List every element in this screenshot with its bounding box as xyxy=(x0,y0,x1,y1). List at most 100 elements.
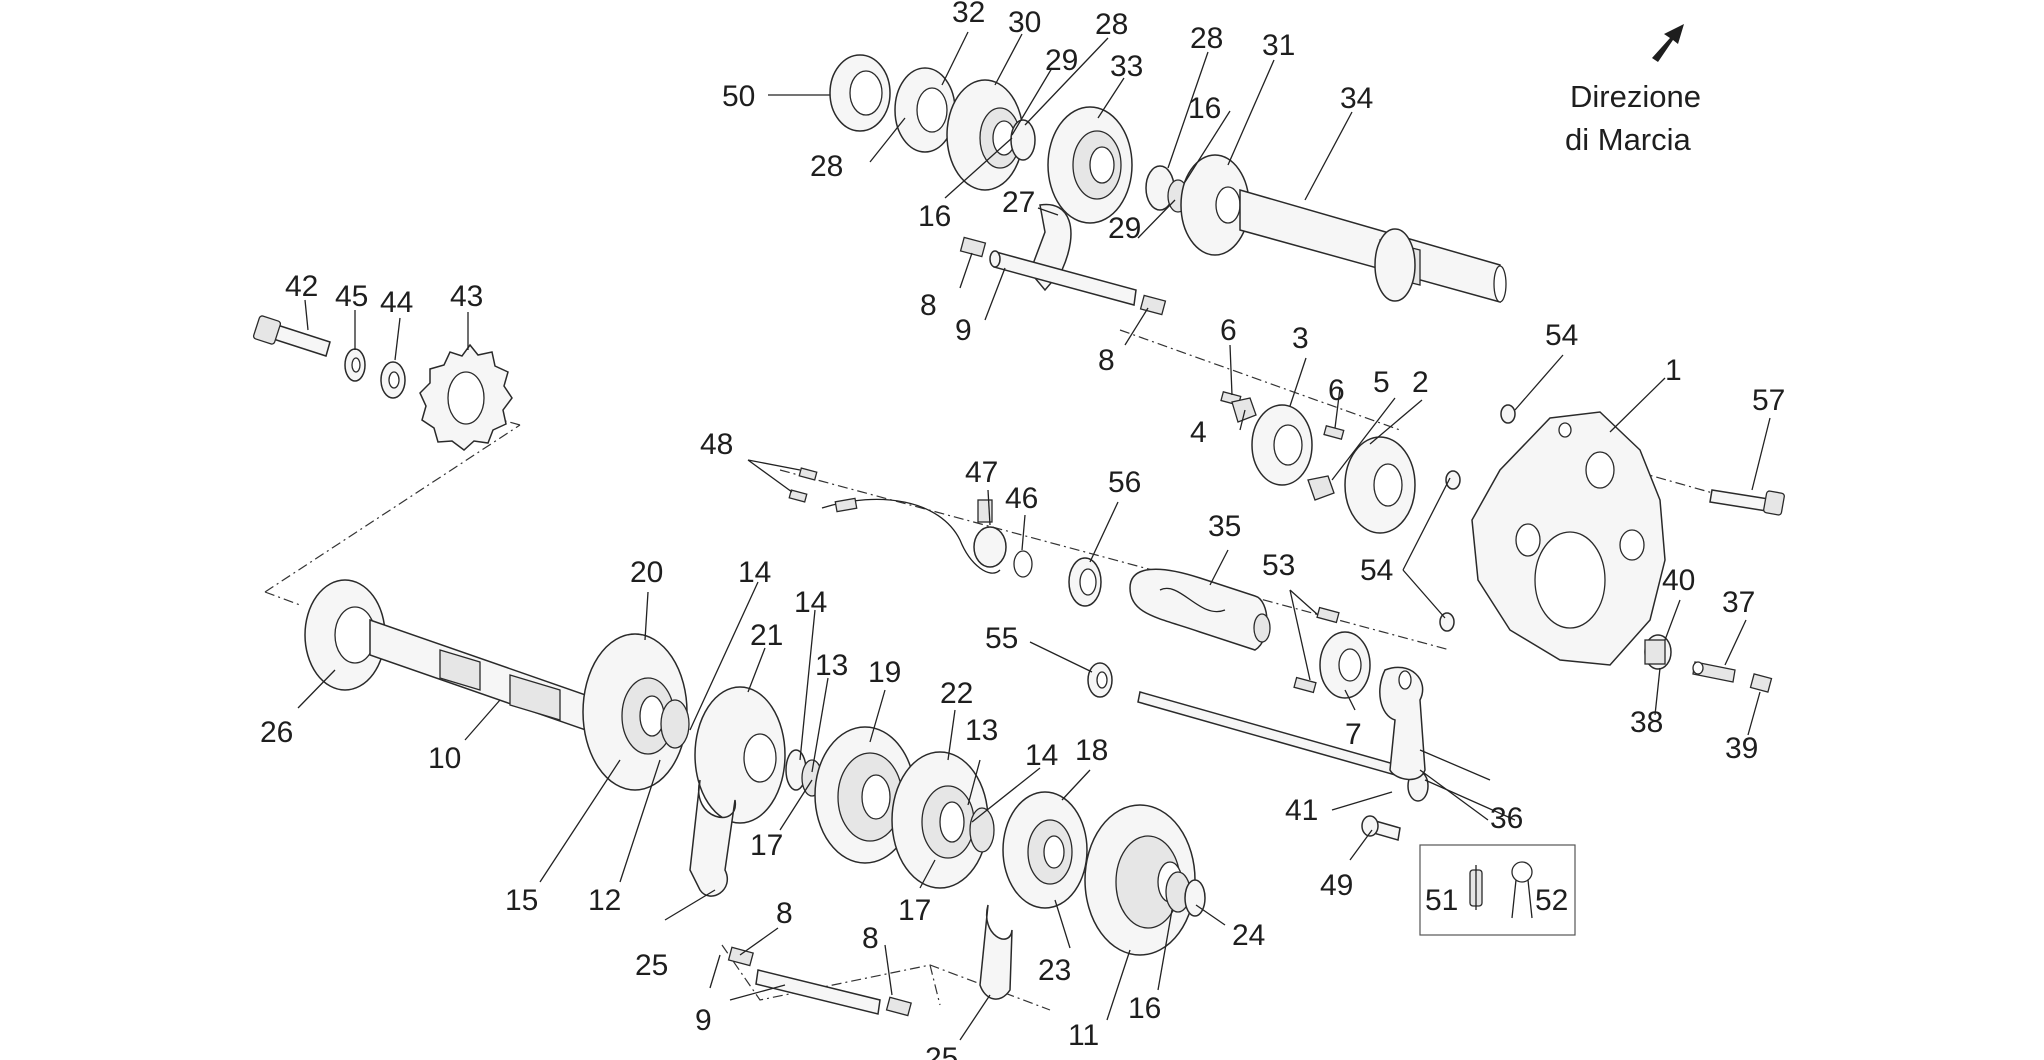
sprocket-group xyxy=(252,315,513,451)
leader-lines xyxy=(297,31,1771,1041)
label-17b: 17 xyxy=(898,894,931,927)
direction-label-line2: di Marcia xyxy=(1565,122,1692,157)
label-48: 48 xyxy=(700,428,733,461)
label-27: 27 xyxy=(1002,186,1035,219)
label-54a: 54 xyxy=(1545,319,1578,352)
label-33: 33 xyxy=(1110,50,1143,83)
screw-53b xyxy=(1293,676,1317,694)
bushing-12 xyxy=(660,699,690,749)
direction-arrow-icon xyxy=(1652,24,1684,62)
label-43: 43 xyxy=(450,280,483,313)
label-12: 12 xyxy=(588,884,621,917)
label-14b: 14 xyxy=(794,586,827,619)
spring-8-upper-a xyxy=(959,236,987,258)
label-28b: 28 xyxy=(810,150,843,183)
label-5: 5 xyxy=(1373,366,1390,399)
plug-40-38 xyxy=(1644,634,1672,670)
bearing-plate-7 xyxy=(1319,631,1371,699)
spring-kit-box xyxy=(1419,844,1576,936)
dowel-54c xyxy=(1439,612,1455,632)
label-20: 20 xyxy=(630,556,663,589)
label-7: 7 xyxy=(1345,718,1362,751)
direction-of-travel: Direzione di Marcia xyxy=(1565,24,1701,157)
gear-21 xyxy=(694,686,786,824)
spring-8-lower-b xyxy=(885,996,912,1017)
lever-37 xyxy=(1692,661,1736,683)
label-56: 56 xyxy=(1108,466,1141,499)
gear-20 xyxy=(582,633,688,791)
label-14a: 14 xyxy=(738,556,771,589)
label-16c: 16 xyxy=(1128,992,1161,1025)
gear-18 xyxy=(1002,791,1088,909)
label-28a: 28 xyxy=(1095,8,1128,41)
screw-39 xyxy=(1749,673,1773,693)
washer-44 xyxy=(380,361,406,399)
label-44: 44 xyxy=(380,286,413,319)
bearing-26 xyxy=(304,579,386,691)
label-54b: 54 xyxy=(1360,554,1393,587)
screw-6b xyxy=(1323,425,1345,440)
label-29a: 29 xyxy=(1045,44,1078,77)
label-46: 46 xyxy=(1005,482,1038,515)
label-52: 52 xyxy=(1535,884,1568,917)
label-2: 2 xyxy=(1412,366,1429,399)
direction-label-line1: Direzione xyxy=(1570,79,1701,114)
label-22: 22 xyxy=(940,677,973,710)
label-13b: 13 xyxy=(965,714,998,747)
label-1: 1 xyxy=(1665,354,1682,387)
sensor-wire-48 xyxy=(821,497,1001,574)
label-35: 35 xyxy=(1208,510,1241,543)
washer-24 xyxy=(1184,879,1206,917)
upper-shaft-assembly xyxy=(829,54,1507,316)
label-41: 41 xyxy=(1285,794,1318,827)
label-8d: 8 xyxy=(862,922,879,955)
cover-group xyxy=(1220,391,1785,693)
label-6b: 6 xyxy=(1328,374,1345,407)
plate-5 xyxy=(1307,475,1335,501)
screw-48a xyxy=(798,467,818,481)
washer-45 xyxy=(344,348,366,382)
dowel-54a xyxy=(1500,404,1516,424)
screw-53a xyxy=(1316,606,1340,624)
label-49: 49 xyxy=(1320,869,1353,902)
label-11: 11 xyxy=(1068,1019,1099,1052)
selector-arm-36 xyxy=(1379,666,1426,781)
label-30: 30 xyxy=(1008,6,1041,39)
bearing-2 xyxy=(1344,436,1416,534)
label-19: 19 xyxy=(868,656,901,689)
shift-fork-25-right xyxy=(979,904,1013,1000)
o-ring-46 xyxy=(1013,550,1033,578)
label-14c: 14 xyxy=(1025,739,1058,772)
label-32: 32 xyxy=(952,0,985,29)
needle-bearing-55 xyxy=(1087,662,1113,698)
spring-clip-52 xyxy=(1511,861,1533,919)
spring-51 xyxy=(1469,865,1483,910)
shaft-34 xyxy=(1239,189,1507,303)
label-9b: 9 xyxy=(695,1004,712,1037)
fork-rod-9-upper xyxy=(989,250,1137,306)
label-10: 10 xyxy=(428,742,461,775)
label-31: 31 xyxy=(1262,29,1295,62)
label-42: 42 xyxy=(285,270,318,303)
selector-drum-group xyxy=(788,467,1576,936)
gear-sensor-47 xyxy=(973,499,1007,568)
needle-bearing-56 xyxy=(1068,557,1102,607)
label-8b: 8 xyxy=(1098,344,1115,377)
circlip-29 xyxy=(1010,119,1036,161)
bolt-57 xyxy=(1709,489,1785,516)
label-6a: 6 xyxy=(1220,314,1237,347)
gear-22 xyxy=(891,751,989,889)
label-23: 23 xyxy=(1038,954,1071,987)
gear-33 xyxy=(1047,106,1133,224)
spring-8-upper-b xyxy=(1139,294,1167,316)
label-16b: 16 xyxy=(918,200,951,233)
label-37: 37 xyxy=(1722,586,1755,619)
spring-8-lower-a xyxy=(727,946,754,967)
label-3: 3 xyxy=(1292,322,1309,355)
label-26: 26 xyxy=(260,716,293,749)
label-13a: 13 xyxy=(815,649,848,682)
fork-rod-9-lower xyxy=(755,969,881,1015)
label-25b: 25 xyxy=(925,1042,958,1060)
shaft-10 xyxy=(369,618,601,737)
